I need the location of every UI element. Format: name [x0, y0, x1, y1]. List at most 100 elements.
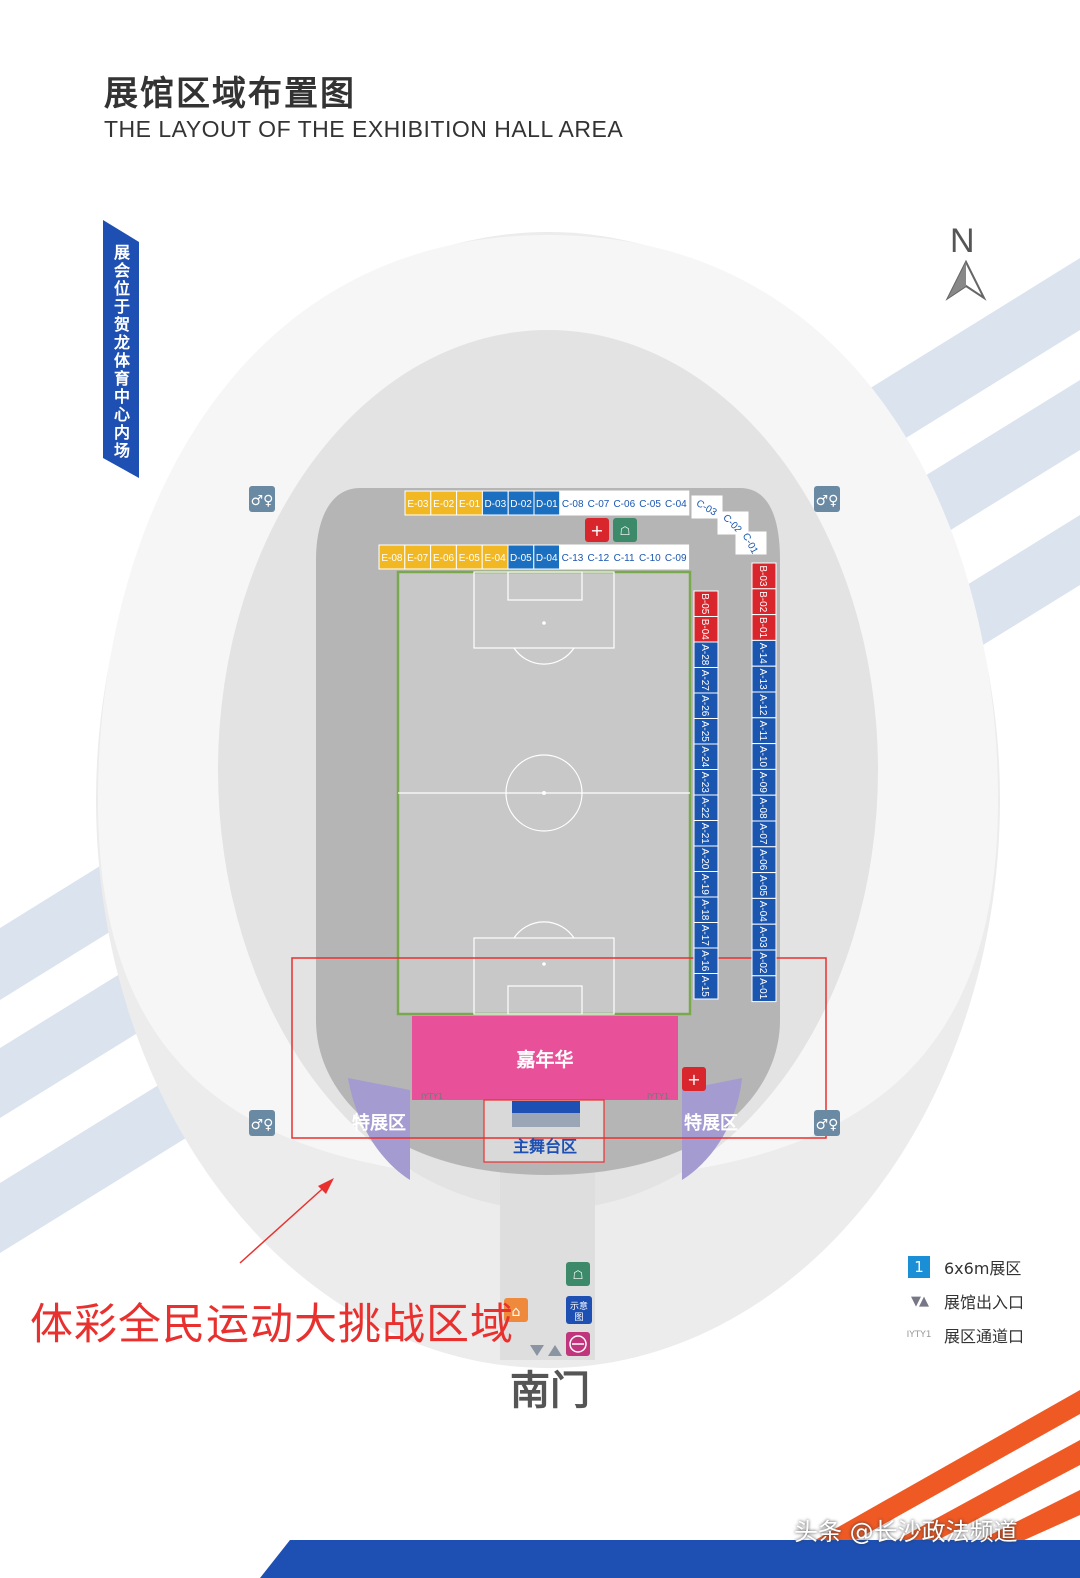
booth-label: A-19: [699, 874, 710, 896]
legend-entrance-label: 展馆出入口: [944, 1293, 1025, 1312]
booth-a-22: A-22: [693, 794, 719, 821]
booth-e-01: E-01: [456, 490, 483, 516]
football-pitch: [396, 570, 692, 1016]
service-desk-icon: ☖: [613, 518, 637, 542]
booth-cell: [662, 544, 690, 570]
special-area-left-shape: [348, 1078, 410, 1180]
booth-c-05: C-05: [636, 490, 664, 516]
booth-label: C-11: [614, 553, 635, 564]
booth-label: A-18: [699, 899, 710, 921]
booth-label: A-26: [699, 695, 710, 717]
restroom-icon: ♂♀: [249, 1110, 275, 1136]
booth-a-16: A-16: [693, 947, 719, 974]
booth-label: A-17: [699, 925, 710, 947]
page-title: 展馆区域布置图: [104, 74, 356, 114]
svg-text:☖: ☖: [620, 524, 631, 538]
svg-text:+: +: [687, 1070, 700, 1089]
booth-a-11: A-11: [751, 717, 777, 745]
booth-a-10: A-10: [751, 743, 777, 770]
booth-label: C-05: [639, 499, 661, 510]
page-subtitle: THE LAYOUT OF THE EXHIBITION HALL AREA: [104, 116, 624, 142]
booth-label: A-25: [699, 721, 710, 743]
booth-label: A-04: [757, 901, 768, 923]
booth-cell: [751, 897, 777, 925]
booth-cell: [584, 544, 612, 570]
booth-label: A-01: [757, 978, 768, 1000]
booth-c-12: C-12: [584, 544, 612, 570]
main-stage-platform-base: [512, 1113, 580, 1127]
booth-cell: [693, 896, 719, 923]
carnival-area: [412, 1016, 678, 1100]
booth-label: A-11: [757, 721, 768, 742]
booth-a-27: A-27: [693, 667, 719, 694]
booth-cell: [751, 872, 777, 899]
svg-text:♂♀: ♂♀: [816, 1117, 839, 1133]
booth-label: A-09: [757, 772, 768, 794]
booth-cell: [636, 490, 664, 516]
booth-cell: [507, 544, 535, 570]
challenge-zone-label: 体彩全民运动大挑战区域: [30, 1300, 514, 1350]
booth-cell: [751, 588, 777, 616]
booth-label: A-20: [699, 848, 710, 870]
booth-a-13: A-13: [751, 665, 777, 693]
booth-label: C-13: [562, 553, 584, 564]
booth-c-03: C-03: [691, 495, 723, 519]
first-aid-icon: +: [585, 518, 609, 542]
legend-passage: IYTY1 展区通道口: [904, 1318, 1024, 1352]
booth-cell: [559, 544, 586, 570]
passage-code-label: IYTY1: [647, 1092, 669, 1101]
booth-b-03: B-03: [751, 562, 777, 590]
booth-cell: [456, 490, 483, 516]
booth-cell: [585, 490, 612, 516]
booth-label: C-06: [613, 499, 635, 510]
map-sign-label-part: 示意: [570, 1300, 588, 1312]
booth-d-04: D-04: [533, 544, 561, 570]
booth-a-28: A-28: [693, 641, 719, 668]
booth-label: C-10: [639, 553, 661, 564]
booth-b-05: B-05: [693, 590, 719, 617]
booth-label: E-02: [433, 499, 455, 510]
booth-cell: [693, 743, 719, 770]
booth-a-14: A-14: [751, 639, 777, 667]
first-aid-icon: +: [682, 1067, 706, 1091]
booth-cell: [751, 794, 777, 822]
booth-cell: [693, 794, 719, 821]
booth-cell: [610, 490, 638, 516]
special-area-left-label: 特展区: [352, 1112, 406, 1134]
booth-cell: [693, 769, 719, 796]
booth-cell: [751, 562, 777, 590]
booth-d-05: D-05: [507, 544, 535, 570]
booth-d-02: D-02: [507, 490, 535, 516]
booth-label: A-27: [699, 670, 710, 692]
booth-label: C-09: [665, 553, 687, 564]
booth-c-13: C-13: [559, 544, 586, 570]
booth-a-20: A-20: [693, 845, 719, 872]
booth-label: A-12: [757, 694, 768, 716]
booth-a-09: A-09: [751, 768, 777, 796]
svg-text:⌂: ⌂: [512, 1304, 521, 1320]
booth-d-01: D-01: [533, 490, 561, 516]
restroom-icon: ♂♀: [814, 486, 840, 512]
booth-e-08: E-08: [378, 544, 406, 570]
booth-a-12: A-12: [751, 691, 777, 719]
map-sign-label: 示意: [570, 1300, 588, 1312]
booth-c-01: C-01: [735, 531, 767, 556]
legend-booth: 1 6x6m展区: [904, 1250, 1024, 1284]
booth-a-25: A-25: [693, 718, 719, 745]
booth-a-18: A-18: [693, 896, 719, 923]
booth-a-05: A-05: [751, 872, 777, 899]
restroom-icon: ♂♀: [249, 486, 275, 512]
booth-label: A-14: [757, 643, 768, 665]
booth-label: A-22: [699, 797, 710, 819]
booth-a-26: A-26: [693, 692, 719, 719]
booth-c-07: C-07: [585, 490, 612, 516]
booth-c-09: C-09: [662, 544, 690, 570]
booth-label: B-01: [757, 617, 768, 639]
booth-cell: [751, 614, 777, 641]
map-sign-label-part: 图: [574, 1312, 583, 1323]
booth-c-04: C-04: [662, 490, 690, 516]
booth-label: C-12: [587, 553, 609, 564]
booth-cell: [751, 639, 777, 667]
booth-c-10: C-10: [636, 544, 664, 570]
